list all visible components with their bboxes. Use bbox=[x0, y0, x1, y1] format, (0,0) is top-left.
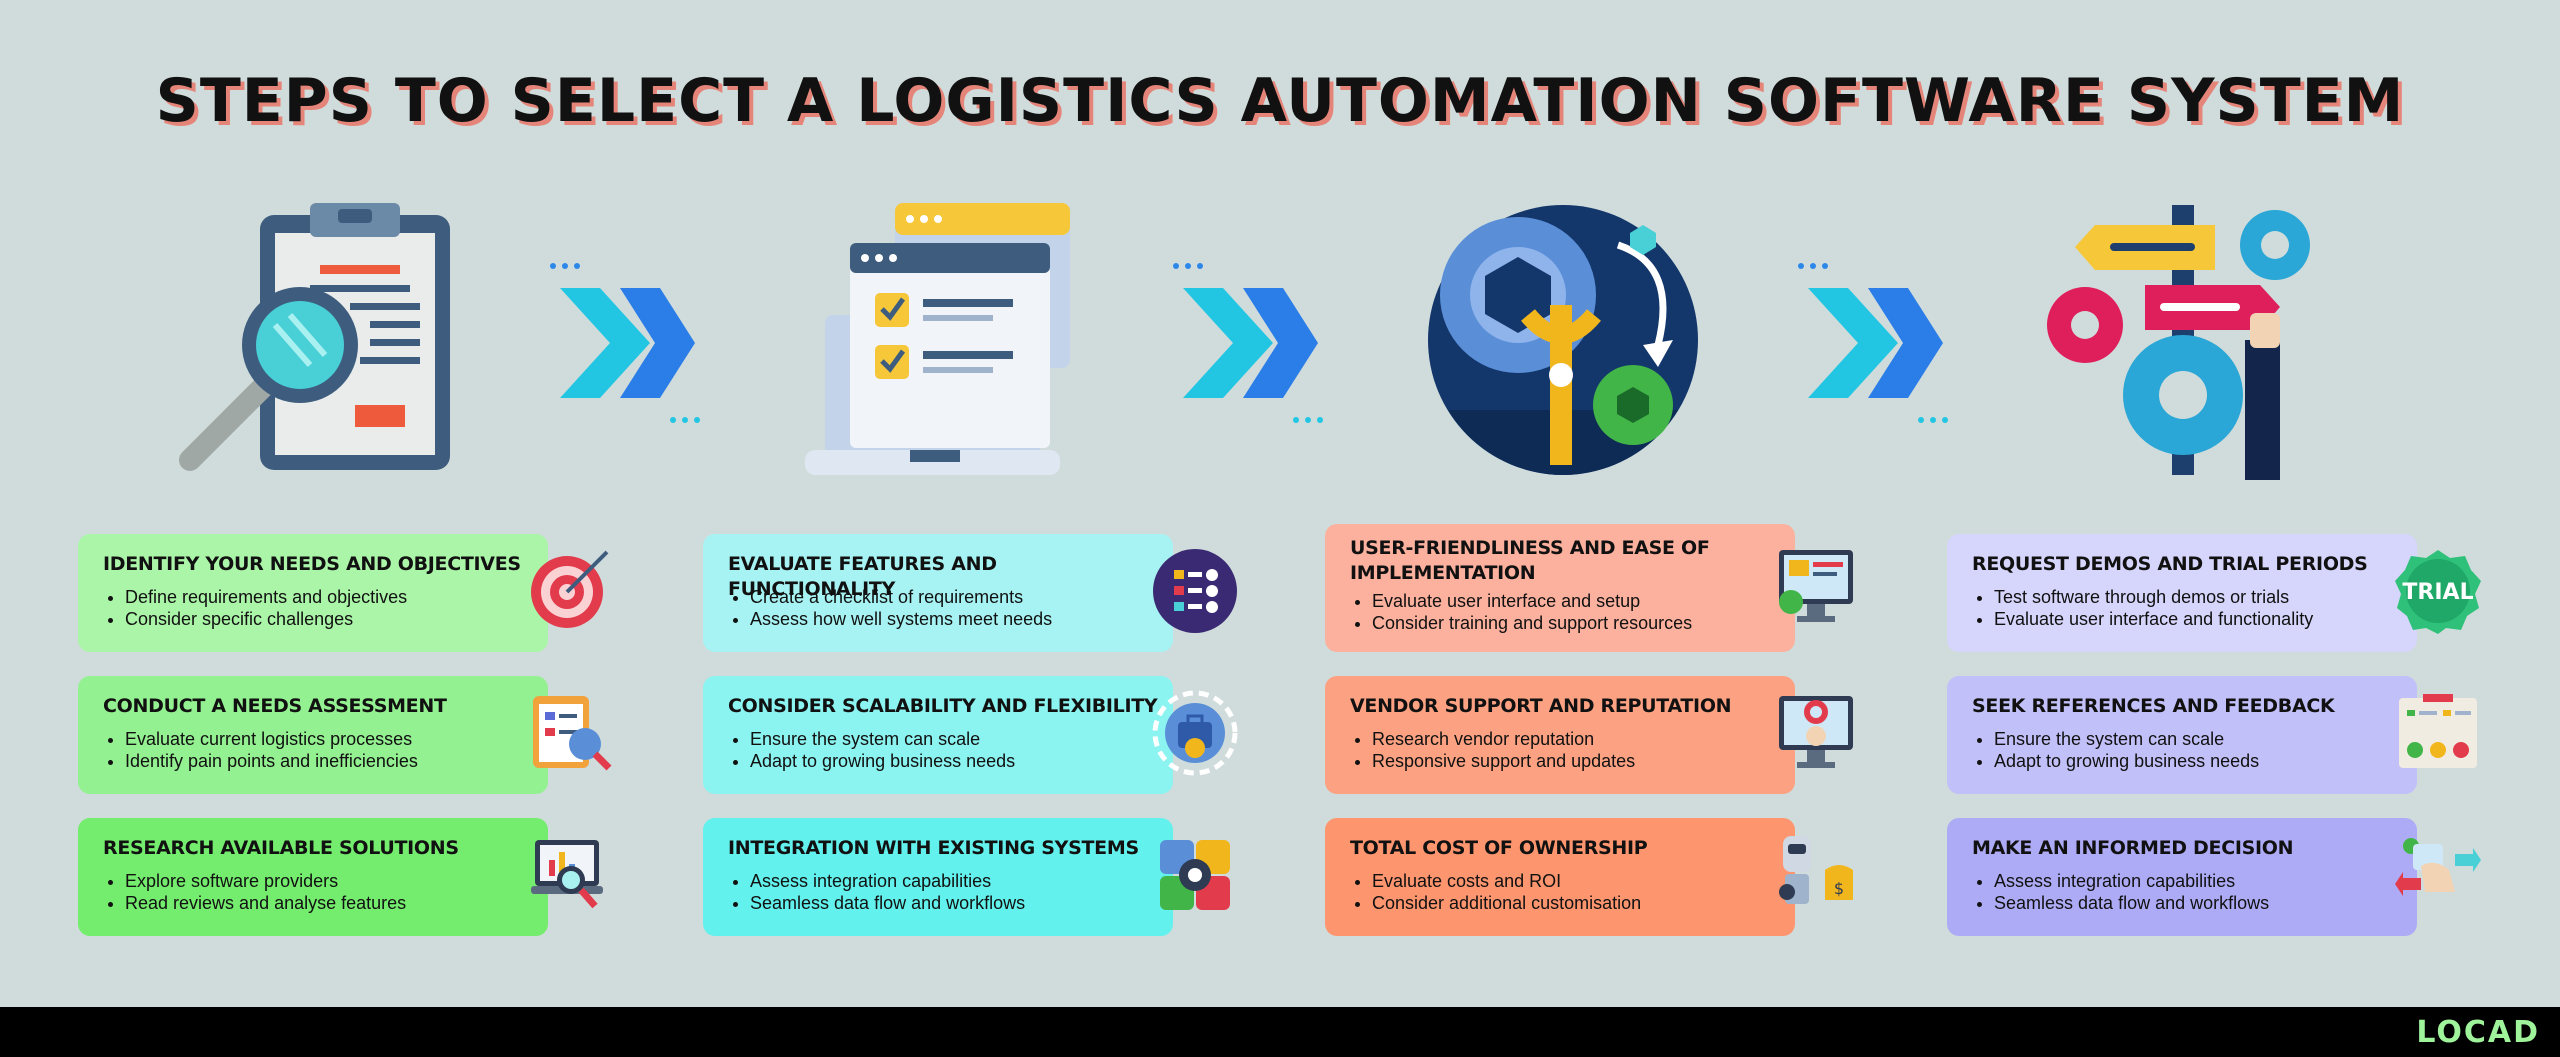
clipboard-search-icon bbox=[527, 688, 613, 774]
clipboard-magnifier-illustration bbox=[170, 195, 470, 485]
chevron-arrow-icon bbox=[545, 248, 705, 438]
checklist-icon bbox=[1152, 548, 1238, 634]
step-title: CONDUCT A NEEDS ASSESSMENT bbox=[103, 695, 447, 717]
puzzle-gear-icon bbox=[1152, 832, 1238, 918]
bullet: Assess integration capabilities bbox=[750, 870, 1025, 892]
step-title: VENDOR SUPPORT AND REPUTATION bbox=[1350, 695, 1732, 717]
step-card: IDENTIFY YOUR NEEDS AND OBJECTIVES Defin… bbox=[78, 534, 548, 652]
step-bullets: Test software through demos or trials Ev… bbox=[1972, 586, 2313, 630]
feedback-board-icon bbox=[2395, 690, 2481, 776]
step-bullets: Ensure the system can scale Adapt to gro… bbox=[1972, 728, 2259, 772]
laptop-search-icon bbox=[527, 830, 613, 916]
step-bullets: Assess integration capabilities Seamless… bbox=[728, 870, 1025, 914]
bullet: Evaluate costs and ROI bbox=[1372, 870, 1641, 892]
brand-logo: LOCAD bbox=[2416, 1015, 2540, 1050]
step-bullets: Create a checklist of requirements Asses… bbox=[728, 586, 1052, 630]
step-bullets: Evaluate user interface and setup Consid… bbox=[1350, 590, 1692, 634]
bullet: Read reviews and analyse features bbox=[125, 892, 406, 914]
signpost-gears-illustration bbox=[2040, 195, 2340, 485]
step-card: MAKE AN INFORMED DECISION Assess integra… bbox=[1947, 818, 2417, 936]
bullet: Define requirements and objectives bbox=[125, 586, 407, 608]
step-title: IDENTIFY YOUR NEEDS AND OBJECTIVES bbox=[103, 553, 521, 575]
bullet: Ensure the system can scale bbox=[750, 728, 1015, 750]
step-title: CONSIDER SCALABILITY AND FLEXIBILITY bbox=[728, 695, 1158, 717]
monitor-thumbs-up-icon bbox=[1773, 542, 1859, 628]
step-card: CONSIDER SCALABILITY AND FLEXIBILITY Ens… bbox=[703, 676, 1173, 794]
step-card: VENDOR SUPPORT AND REPUTATION Research v… bbox=[1325, 676, 1795, 794]
chevron-arrow-icon bbox=[1793, 248, 1953, 438]
bullet: Research vendor reputation bbox=[1372, 728, 1635, 750]
step-title: EVALUATE FEATURES AND FUNCTIONALITY bbox=[728, 553, 997, 600]
step-title: RESEARCH AVAILABLE SOLUTIONS bbox=[103, 837, 459, 859]
step-bullets: Research vendor reputation Responsive su… bbox=[1350, 728, 1635, 772]
bullet: Adapt to growing business needs bbox=[1994, 750, 2259, 772]
bullet: Consider training and support resources bbox=[1372, 612, 1692, 634]
bullet: Seamless data flow and workflows bbox=[1994, 892, 2269, 914]
step-title: SEEK REFERENCES AND FEEDBACK bbox=[1972, 695, 2335, 717]
gears-wrench-illustration bbox=[1418, 195, 1718, 485]
step-card: RESEARCH AVAILABLE SOLUTIONS Explore sof… bbox=[78, 818, 548, 936]
chevron-arrow-icon bbox=[1168, 248, 1328, 438]
bullet: Consider specific challenges bbox=[125, 608, 407, 630]
bullet: Create a checklist of requirements bbox=[750, 586, 1052, 608]
trial-badge-icon: TRIAL bbox=[2395, 548, 2481, 634]
svg-text:$: $ bbox=[1834, 879, 1844, 898]
step-bullets: Assess integration capabilities Seamless… bbox=[1972, 870, 2269, 914]
step-title: TOTAL COST OF OWNERSHIP bbox=[1350, 837, 1648, 859]
bullet: Assess integration capabilities bbox=[1994, 870, 2269, 892]
step-bullets: Evaluate costs and ROI Consider addition… bbox=[1350, 870, 1641, 914]
bullet: Explore software providers bbox=[125, 870, 406, 892]
bullet: Identify pain points and inefficiencies bbox=[125, 750, 418, 772]
bullet: Assess how well systems meet needs bbox=[750, 608, 1052, 630]
monitor-support-icon bbox=[1773, 688, 1859, 774]
step-title: REQUEST DEMOS AND TRIAL PERIODS bbox=[1972, 553, 2368, 575]
bullet: Seamless data flow and workflows bbox=[750, 892, 1025, 914]
target-icon bbox=[527, 546, 613, 632]
footer-bar: LOCAD bbox=[0, 1007, 2560, 1057]
bullet: Evaluate user interface and functionalit… bbox=[1994, 608, 2313, 630]
step-bullets: Evaluate current logistics processes Ide… bbox=[103, 728, 418, 772]
decision-hand-icon bbox=[2395, 830, 2481, 916]
step-card: CONDUCT A NEEDS ASSESSMENT Evaluate curr… bbox=[78, 676, 548, 794]
bullet: Evaluate current logistics processes bbox=[125, 728, 418, 750]
bullet: Consider additional customisation bbox=[1372, 892, 1641, 914]
bullet: Responsive support and updates bbox=[1372, 750, 1635, 772]
bullet: Adapt to growing business needs bbox=[750, 750, 1015, 772]
checklist-laptop-illustration bbox=[795, 195, 1095, 485]
bullet: Test software through demos or trials bbox=[1994, 586, 2313, 608]
step-bullets: Explore software providers Read reviews … bbox=[103, 870, 406, 914]
robot-money-icon: $ bbox=[1773, 830, 1859, 916]
step-card: EVALUATE FEATURES AND FUNCTIONALITY Crea… bbox=[703, 534, 1173, 652]
step-title: INTEGRATION WITH EXISTING SYSTEMS bbox=[728, 837, 1139, 859]
step-title: MAKE AN INFORMED DECISION bbox=[1972, 837, 2294, 859]
svg-text:TRIAL: TRIAL bbox=[2402, 580, 2473, 605]
step-card: SEEK REFERENCES AND FEEDBACK Ensure the … bbox=[1947, 676, 2417, 794]
step-card: REQUEST DEMOS AND TRIAL PERIODS Test sof… bbox=[1947, 534, 2417, 652]
step-bullets: Ensure the system can scale Adapt to gro… bbox=[728, 728, 1015, 772]
step-title: USER-FRIENDLINESS AND EASE OF IMPLEMENTA… bbox=[1350, 537, 1710, 584]
step-card: INTEGRATION WITH EXISTING SYSTEMS Assess… bbox=[703, 818, 1173, 936]
step-card: USER-FRIENDLINESS AND EASE OF IMPLEMENTA… bbox=[1325, 524, 1795, 652]
step-card: TOTAL COST OF OWNERSHIP Evaluate costs a… bbox=[1325, 818, 1795, 936]
step-bullets: Define requirements and objectives Consi… bbox=[103, 586, 407, 630]
briefcase-growth-icon bbox=[1152, 690, 1238, 776]
bullet: Evaluate user interface and setup bbox=[1372, 590, 1692, 612]
bullet: Ensure the system can scale bbox=[1994, 728, 2259, 750]
page-title: STEPS TO SELECT A LOGISTICS AUTOMATION S… bbox=[155, 66, 2405, 136]
